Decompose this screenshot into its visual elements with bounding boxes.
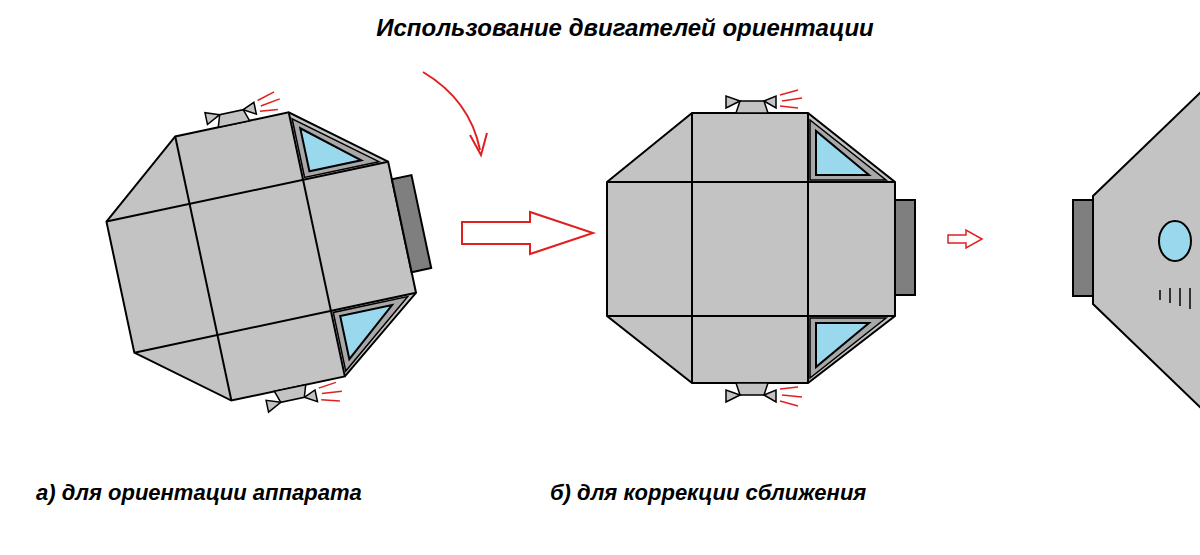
caption-label: б) для коррекции сближения <box>550 480 866 506</box>
caption-label: а) для ориентации аппарата <box>36 480 362 506</box>
spacecraft <box>607 90 915 406</box>
target-station <box>1073 88 1200 412</box>
diagram-title: Использование двигателей ориентации <box>376 14 874 42</box>
rotation-arrowhead <box>470 133 487 155</box>
spacecraft-rotated <box>87 68 454 441</box>
approach-arrow <box>948 230 982 248</box>
transition-arrow <box>462 212 593 254</box>
